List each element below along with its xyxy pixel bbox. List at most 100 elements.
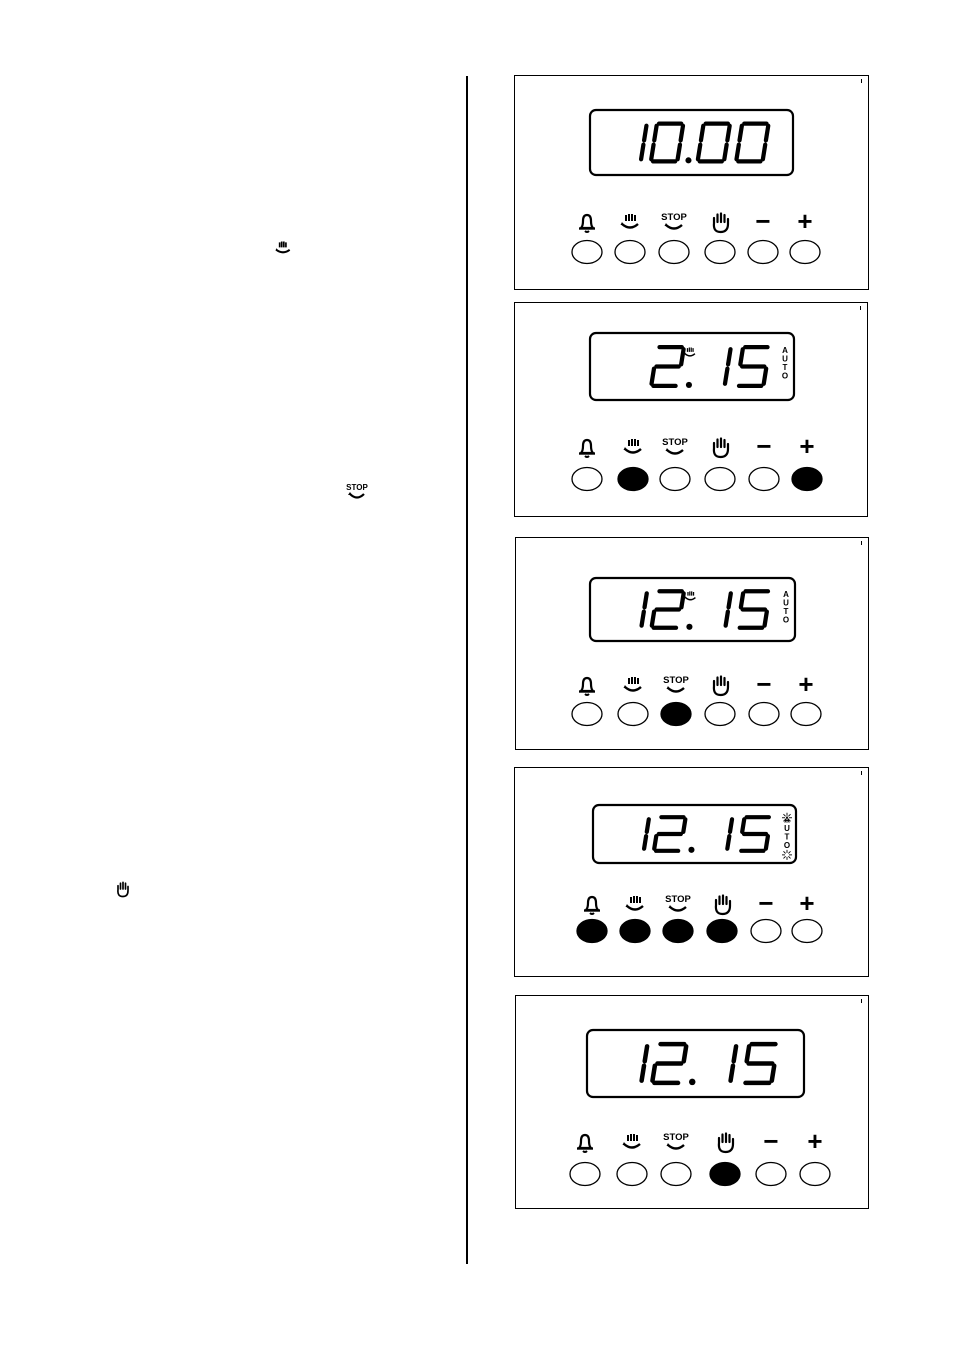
lcd-segment-e — [698, 145, 700, 160]
lcd-segment-b — [644, 126, 646, 141]
lcd-segment-f — [747, 1046, 749, 1061]
lcd-segment-c — [764, 369, 766, 384]
end-time-button[interactable] — [659, 241, 689, 264]
stop-label: STOP — [662, 437, 688, 448]
lcd-segment-b — [766, 126, 768, 141]
manual-button[interactable] — [705, 468, 735, 491]
lcd-segment-f — [701, 126, 703, 141]
bell-icon — [579, 215, 595, 232]
manual-button[interactable] — [705, 703, 735, 726]
panel-drawing: STOP −+ — [516, 996, 870, 1210]
manual-hand-icon — [719, 1134, 733, 1153]
stop-label: STOP — [665, 894, 691, 905]
lcd-segment-f — [740, 349, 742, 364]
manual-button[interactable] — [710, 1163, 740, 1186]
lcd-segment-c — [772, 1066, 774, 1081]
bell-icon — [584, 897, 600, 914]
manual-button[interactable] — [705, 241, 735, 264]
timer-panel-5: STOP −+ — [515, 995, 869, 1209]
cooking-time-icon — [626, 896, 644, 910]
cooking-time-button[interactable] — [620, 920, 650, 943]
minus-button[interactable] — [749, 468, 779, 491]
minus-icon: − — [763, 1126, 778, 1156]
manual-hand-icon — [716, 896, 730, 915]
minus-button[interactable] — [749, 703, 779, 726]
lcd-decimal-point — [686, 382, 692, 388]
end-time-button[interactable] — [661, 1163, 691, 1186]
bell-icon — [579, 678, 595, 695]
lcd-segment-b — [734, 1046, 736, 1061]
end-time-button[interactable] — [661, 703, 691, 726]
end-time-stop-icon: STOP — [663, 675, 689, 692]
lcd-segment-c — [727, 836, 729, 849]
end-time-button[interactable] — [663, 920, 693, 943]
manual-hand-icon — [714, 677, 728, 696]
end-time-button[interactable] — [660, 468, 690, 491]
cooking-time-icon — [624, 677, 642, 691]
plus-icon: + — [799, 431, 814, 461]
bell-button[interactable] — [572, 241, 602, 264]
cooking-time-button[interactable] — [618, 703, 648, 726]
plus-button[interactable] — [800, 1163, 830, 1186]
auto-indicator: AUTO — [783, 590, 789, 625]
cooking-time-icon — [623, 1134, 641, 1148]
lcd-segment-b — [684, 1046, 686, 1061]
lcd-segment-c — [644, 836, 646, 849]
minus-button[interactable] — [748, 241, 778, 264]
lcd-segment-c — [642, 1066, 644, 1081]
minus-button[interactable] — [751, 920, 781, 943]
lcd-segment-b — [645, 1046, 647, 1061]
bell-button[interactable] — [572, 468, 602, 491]
auto-letter: O — [782, 372, 788, 381]
auto-letter: O — [784, 841, 790, 850]
lcd-segment-f — [741, 593, 743, 607]
auto-letter: O — [783, 615, 789, 624]
minus-icon: − — [756, 669, 771, 699]
bell-button[interactable] — [572, 703, 602, 726]
lcd-segment-b — [645, 593, 647, 607]
panel-drawing: AUTO STOP −+ — [516, 538, 870, 751]
lcd-segment-c — [641, 145, 643, 160]
lcd-display: AUTO — [590, 333, 794, 400]
plus-button[interactable] — [792, 920, 822, 943]
manual-hand-icon — [714, 214, 728, 233]
manual-button[interactable] — [707, 920, 737, 943]
stop-label: STOP — [346, 483, 368, 492]
end-time-stop-icon: STOP — [663, 1132, 689, 1149]
panel-drawing: AUTOSTOP−+ — [515, 768, 870, 978]
lcd-segment-f — [654, 126, 656, 141]
plus-button[interactable] — [790, 241, 820, 264]
bell-button[interactable] — [570, 1163, 600, 1186]
cooking-time-button[interactable] — [618, 468, 648, 491]
end-time-stop-icon: STOP — [665, 894, 691, 911]
lcd-segment-e — [651, 145, 653, 160]
bell-button[interactable] — [577, 920, 607, 943]
lcd-display: AUTO — [593, 805, 796, 863]
cooking-time-icon — [273, 238, 293, 260]
lcd-segment-c — [725, 369, 727, 384]
cooking-time-button[interactable] — [615, 241, 645, 264]
minus-button[interactable] — [756, 1163, 786, 1186]
plus-button[interactable] — [792, 468, 822, 491]
lcd-display: AUTO — [590, 578, 795, 641]
lcd-segment-e — [652, 369, 654, 384]
lcd-segment-c — [724, 145, 726, 160]
lcd-segment-b — [681, 126, 683, 141]
cooking-time-icon — [621, 214, 639, 228]
lcd-decimal-point — [686, 624, 692, 630]
lcd-segment-e — [654, 836, 656, 849]
plus-icon: + — [798, 669, 813, 699]
plus-icon: + — [807, 1126, 822, 1156]
lcd-segment-e — [736, 145, 738, 160]
lcd-segment-c — [642, 612, 644, 626]
bell-icon — [579, 440, 595, 457]
lcd-segment-f — [740, 126, 742, 141]
stop-label: STOP — [663, 675, 689, 686]
plus-button[interactable] — [791, 703, 821, 726]
lcd-segment-b — [681, 593, 683, 607]
lcd-segment-b — [729, 593, 731, 607]
cooking-time-button[interactable] — [617, 1163, 647, 1186]
end-time-stop-icon: STOP — [342, 482, 372, 504]
lcd-segment-f — [742, 819, 744, 832]
